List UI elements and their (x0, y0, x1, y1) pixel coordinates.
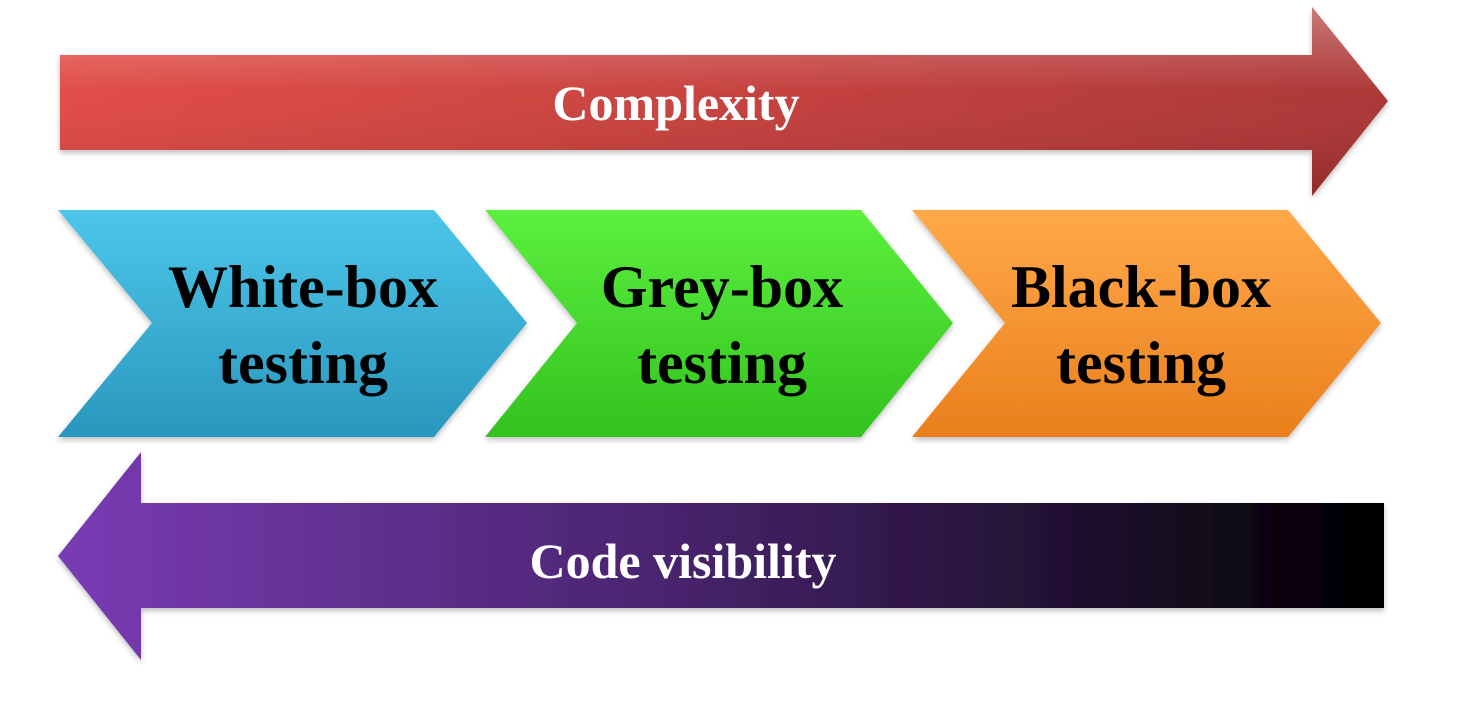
code-visibility-arrow-shape (58, 452, 1384, 660)
stage-black-box: Black-box testing (912, 210, 1381, 437)
black-box-chevron (912, 210, 1381, 437)
complexity-arrow: Complexity (60, 7, 1388, 196)
black-box-subtitle: testing (1056, 330, 1226, 396)
grey-box-chevron (485, 210, 953, 437)
code-visibility-label: Code visibility (530, 533, 837, 589)
complexity-arrow-shine (60, 7, 1388, 196)
stage-white-box: White-box testing (58, 210, 527, 437)
black-box-title: Black-box (1011, 254, 1271, 320)
grey-box-subtitle: testing (637, 330, 807, 396)
white-box-chevron (58, 210, 527, 437)
complexity-label: Complexity (552, 75, 799, 131)
white-box-title: White-box (168, 254, 438, 320)
grey-box-title: Grey-box (601, 254, 843, 320)
white-box-subtitle: testing (218, 330, 388, 396)
code-visibility-arrow: Code visibility (58, 452, 1384, 660)
stage-grey-box: Grey-box testing (485, 210, 953, 437)
